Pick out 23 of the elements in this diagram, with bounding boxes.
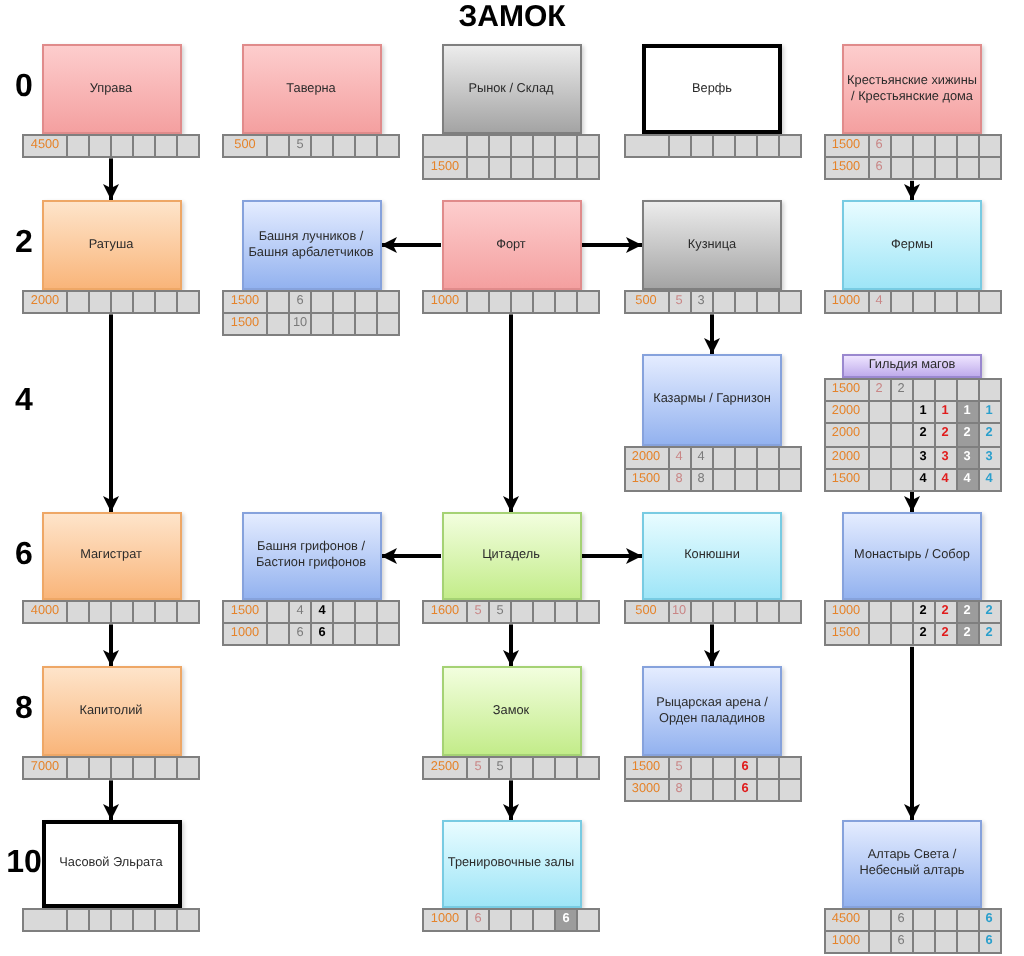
level-number: 2 (15, 228, 33, 260)
arrow (503, 314, 519, 512)
diagram-title: ЗАМОК (458, 2, 566, 34)
arrow (381, 237, 441, 253)
level-number: 6 (15, 540, 33, 572)
level-number: 4 (15, 386, 33, 418)
arrow (103, 158, 119, 200)
arrow (103, 780, 119, 820)
arrow (581, 548, 642, 564)
arrow (381, 548, 441, 564)
arrow (904, 646, 920, 820)
arrow (503, 624, 519, 666)
level-number: 8 (15, 694, 33, 726)
arrow (704, 314, 720, 354)
arrow (103, 624, 119, 666)
arrow (704, 624, 720, 666)
level-number: 10 (6, 848, 42, 880)
arrow (103, 314, 119, 512)
arrow (904, 180, 920, 200)
arrow (904, 492, 920, 512)
level-number: 0 (15, 72, 33, 104)
arrow (581, 237, 642, 253)
arrow (503, 780, 519, 820)
